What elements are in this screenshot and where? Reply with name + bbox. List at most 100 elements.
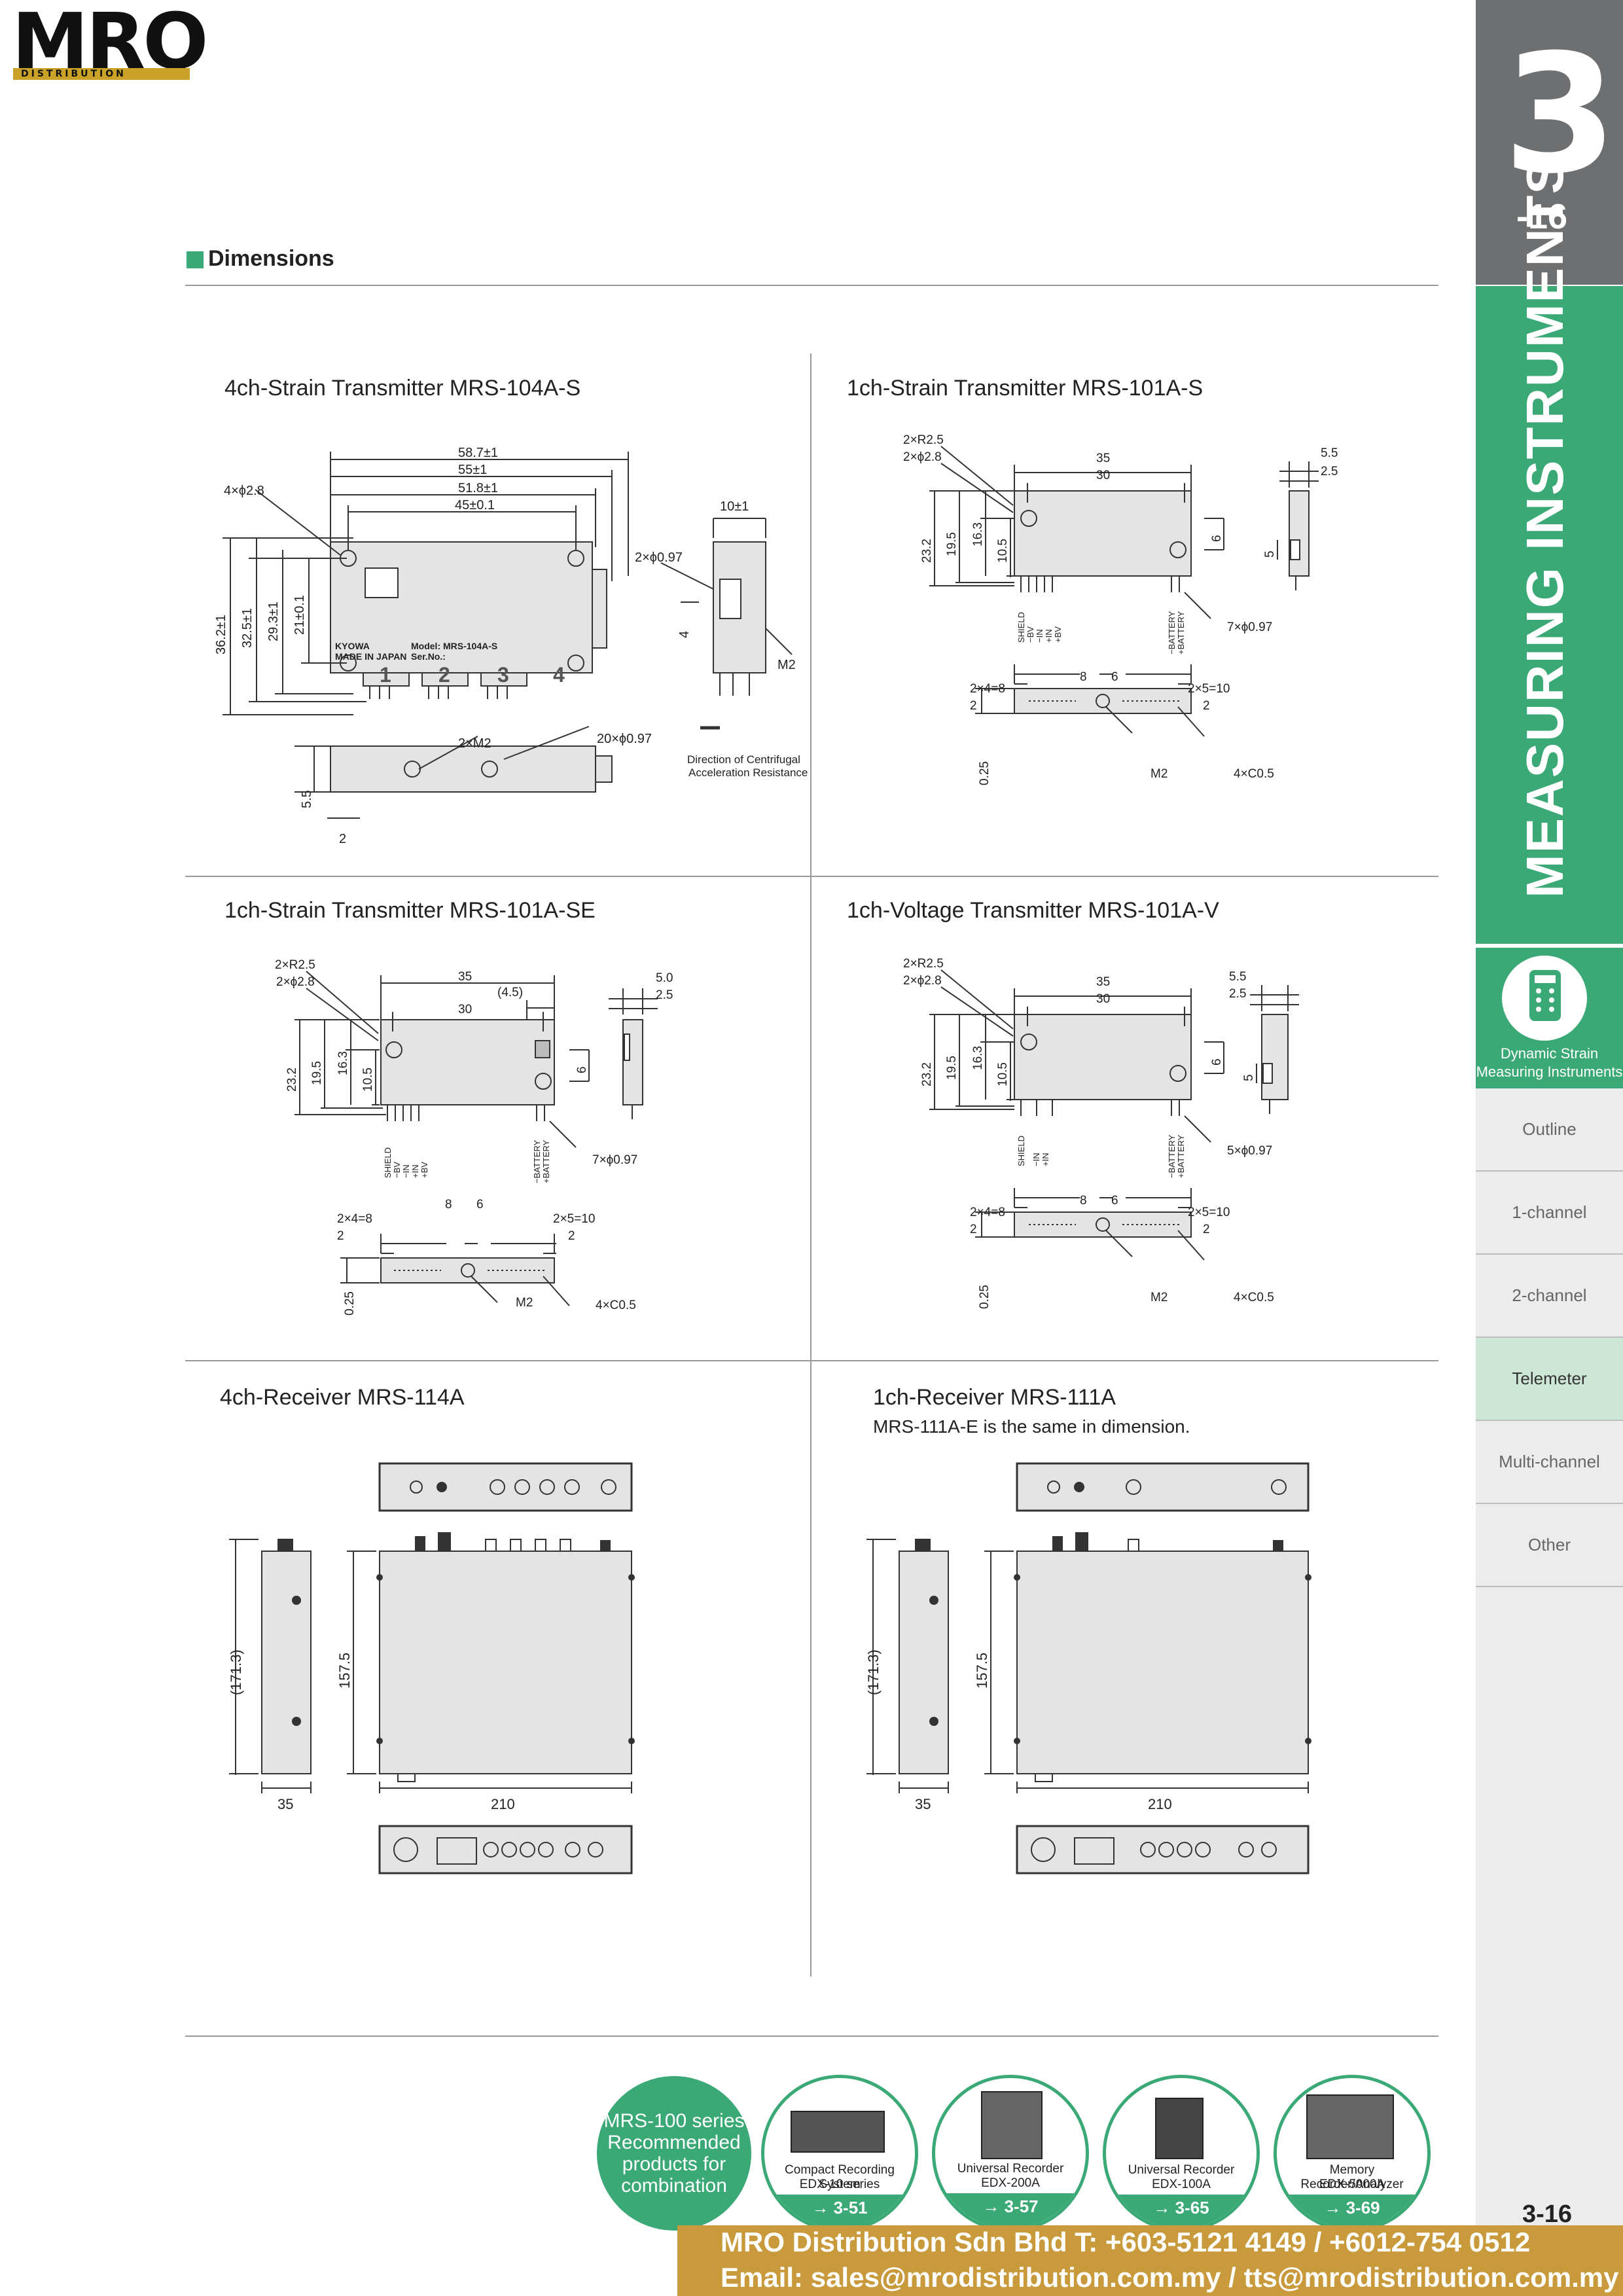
product-card-edx-10[interactable]: Compact Recording System EDX-10 series →… (761, 2075, 918, 2232)
product-link-3[interactable]: → 3-65 (1106, 2195, 1257, 2229)
dim-30: 30 (458, 1003, 472, 1016)
dim-2xphi2-8: 2×ϕ2.8 (903, 450, 942, 464)
panel-title-mrs-104a-s: 4ch-Strain Transmitter MRS-104A-S (224, 376, 581, 401)
dim-2-right: 2 (568, 1229, 575, 1243)
dim-chamfer: 4×C0.5 (1234, 1291, 1274, 1304)
dim-7xphi: 7×ϕ0.97 (1227, 620, 1272, 634)
dim-6: 6 (575, 1066, 589, 1073)
dim-4-5: (4.5) (497, 986, 523, 999)
recorder-image (1155, 2098, 1204, 2159)
label-brand: KYOWA (335, 641, 370, 651)
nav-other[interactable]: Other (1476, 1504, 1623, 1587)
nav-multi-channel[interactable]: Multi-channel (1476, 1421, 1623, 1504)
label-serial: Ser.No.: (411, 651, 446, 662)
drawing-mrs-111a: (171.3) 157.5 210 35 (865, 1462, 1311, 1874)
dim-5: 5 (1263, 550, 1277, 558)
ch-label-3: 3 (497, 663, 509, 687)
dim-45: 45±0.1 (455, 498, 495, 512)
dim-2xr2-5: 2×R2.5 (903, 957, 944, 971)
header-rule (185, 285, 1438, 286)
drawing-mrs-101a-v: 2×R2.5 2×ϕ2.8 35 30 23.2 19.5 16.3 10.5 … (903, 957, 1299, 1309)
chapter-tab: 3 -16 (1476, 0, 1623, 285)
dim-58-7: 58.7±1 (458, 446, 498, 460)
dim-6-bottom: 6 (1111, 670, 1118, 684)
dim-2xr2-5: 2×R2.5 (275, 958, 315, 972)
panel-divider-3 (185, 2036, 1438, 2037)
dim-8: 8 (445, 1198, 452, 1211)
nav-1-channel[interactable]: 1-channel (1476, 1172, 1623, 1255)
product-link-1[interactable]: → 3-51 (764, 2195, 915, 2229)
dim-2-5: 2.5 (656, 988, 673, 1002)
dim-21: 21±0.1 (293, 595, 307, 635)
panel-title-mrs-101a-v: 1ch-Voltage Transmitter MRS-101A-V (847, 898, 1219, 923)
panel-divider-vertical (810, 353, 812, 1977)
nav-outline[interactable]: Outline (1476, 1088, 1623, 1172)
recorder-image (1306, 2094, 1394, 2159)
dim-30: 30 (1096, 469, 1110, 482)
footer-line-2: Email: sales@mrodistribution.com.my / tt… (721, 2262, 1619, 2293)
nav-telemeter[interactable]: Telemeter (1476, 1338, 1623, 1421)
recorder-image (791, 2111, 885, 2153)
dim-16-3: 16.3 (971, 522, 985, 547)
dim-32-5: 32.5±1 (240, 608, 255, 648)
dim-8: 8 (1080, 1194, 1087, 1208)
product-name-4b: EDX-5000A (1319, 2178, 1385, 2191)
pin-plus-in: +IN (1041, 1153, 1050, 1166)
dim-5-5: 5.5 (1229, 970, 1246, 984)
dim-5: 5 (1242, 1074, 1256, 1081)
product-card-edx-100a[interactable]: Universal Recorder EDX-100A → 3-65 (1103, 2075, 1260, 2232)
dim-m2: M2 (516, 1296, 533, 1310)
panel-title-mrs-114a: 4ch-Receiver MRS-114A (220, 1385, 465, 1410)
nav-2-channel[interactable]: 2-channel (1476, 1255, 1623, 1338)
dim-157-5: 157.5 (336, 1653, 353, 1689)
dim-6: 6 (1210, 1058, 1224, 1066)
dim-157-5: 157.5 (974, 1653, 990, 1689)
product-link-2[interactable]: → 3-57 (935, 2193, 1086, 2229)
dim-51-8: 51.8±1 (458, 481, 498, 495)
pin-minus-battery: −BATTERY (532, 1139, 542, 1183)
dim-2: 2 (339, 832, 346, 846)
product-card-edx-5000a[interactable]: Memory Recorder/Analyzer EDX-5000A → 3-6… (1274, 2075, 1431, 2232)
dim-2x4-8: 2×4=8 (337, 1212, 372, 1226)
product-card-edx-200a[interactable]: Universal Recorder EDX-200A → 3-57 (932, 2075, 1089, 2232)
chapter-subnumber: -16 (1516, 197, 1568, 236)
dim-0-25: 0.25 (978, 1285, 991, 1309)
dim-35: 35 (1096, 452, 1110, 465)
panel-divider-1 (185, 876, 1438, 877)
label-made: MADE IN JAPAN (335, 651, 406, 662)
dim-8: 8 (1080, 670, 1087, 684)
label-model: Model: MRS-104A-S (411, 641, 497, 651)
dim-m2: M2 (777, 658, 796, 672)
dim-2-left: 2 (970, 1223, 977, 1236)
panel-title-mrs-101a-se: 1ch-Strain Transmitter MRS-101A-SE (224, 898, 596, 923)
dim-35: 35 (915, 1796, 931, 1812)
chapter-number: 3 (1503, 19, 1617, 209)
dim-210: 210 (1148, 1796, 1172, 1812)
dim-2-5: 2.5 (1229, 987, 1246, 1001)
dim-2x4-8: 2×4=8 (970, 1206, 1005, 1219)
panel-subtitle-mrs-111a: MRS-111A-E is the same in dimension. (873, 1416, 1190, 1437)
dim-hole-4x: 4×ϕ2.8 (224, 484, 264, 498)
dim-pins-2x: 2×ϕ0.97 (635, 550, 683, 565)
pin-minus-in: −IN (1031, 1153, 1041, 1166)
logo-sub: DISTRIBUTION (21, 69, 126, 79)
product-name-1b: EDX-10 series (799, 2178, 880, 2191)
pin-plus-bv: +BV (1053, 626, 1063, 643)
dim-0-25: 0.25 (978, 761, 991, 785)
dim-2xr2-5: 2×R2.5 (903, 433, 944, 447)
product-name-2a: Universal Recorder (957, 2162, 1064, 2176)
dim-35: 35 (458, 970, 472, 984)
dim-19-5: 19.5 (945, 1056, 959, 1080)
dim-10-5: 10.5 (361, 1067, 375, 1092)
dim-19-5: 19.5 (945, 532, 959, 556)
pin-shield: SHIELD (1016, 612, 1026, 643)
panel-title-mrs-101a-s: 1ch-Strain Transmitter MRS-101A-S (847, 376, 1204, 401)
subcategory-label-2: Measuring Instruments (1476, 1064, 1623, 1080)
logo: MRO DISTRIBUTION (12, 3, 209, 88)
pin-plus-bv: +BV (419, 1162, 429, 1178)
category-label: MEASURING INSTRUMENTS (1516, 158, 1574, 898)
product-link-4[interactable]: → 3-69 (1277, 2195, 1427, 2229)
subcategory-label-1: Dynamic Strain (1500, 1045, 1599, 1062)
dim-36-2: 36.2±1 (214, 615, 228, 655)
drawing-mrs-101a-se: 2×R2.5 2×ϕ2.8 35 (4.5) 30 23.2 19.5 16.3… (275, 958, 673, 1316)
